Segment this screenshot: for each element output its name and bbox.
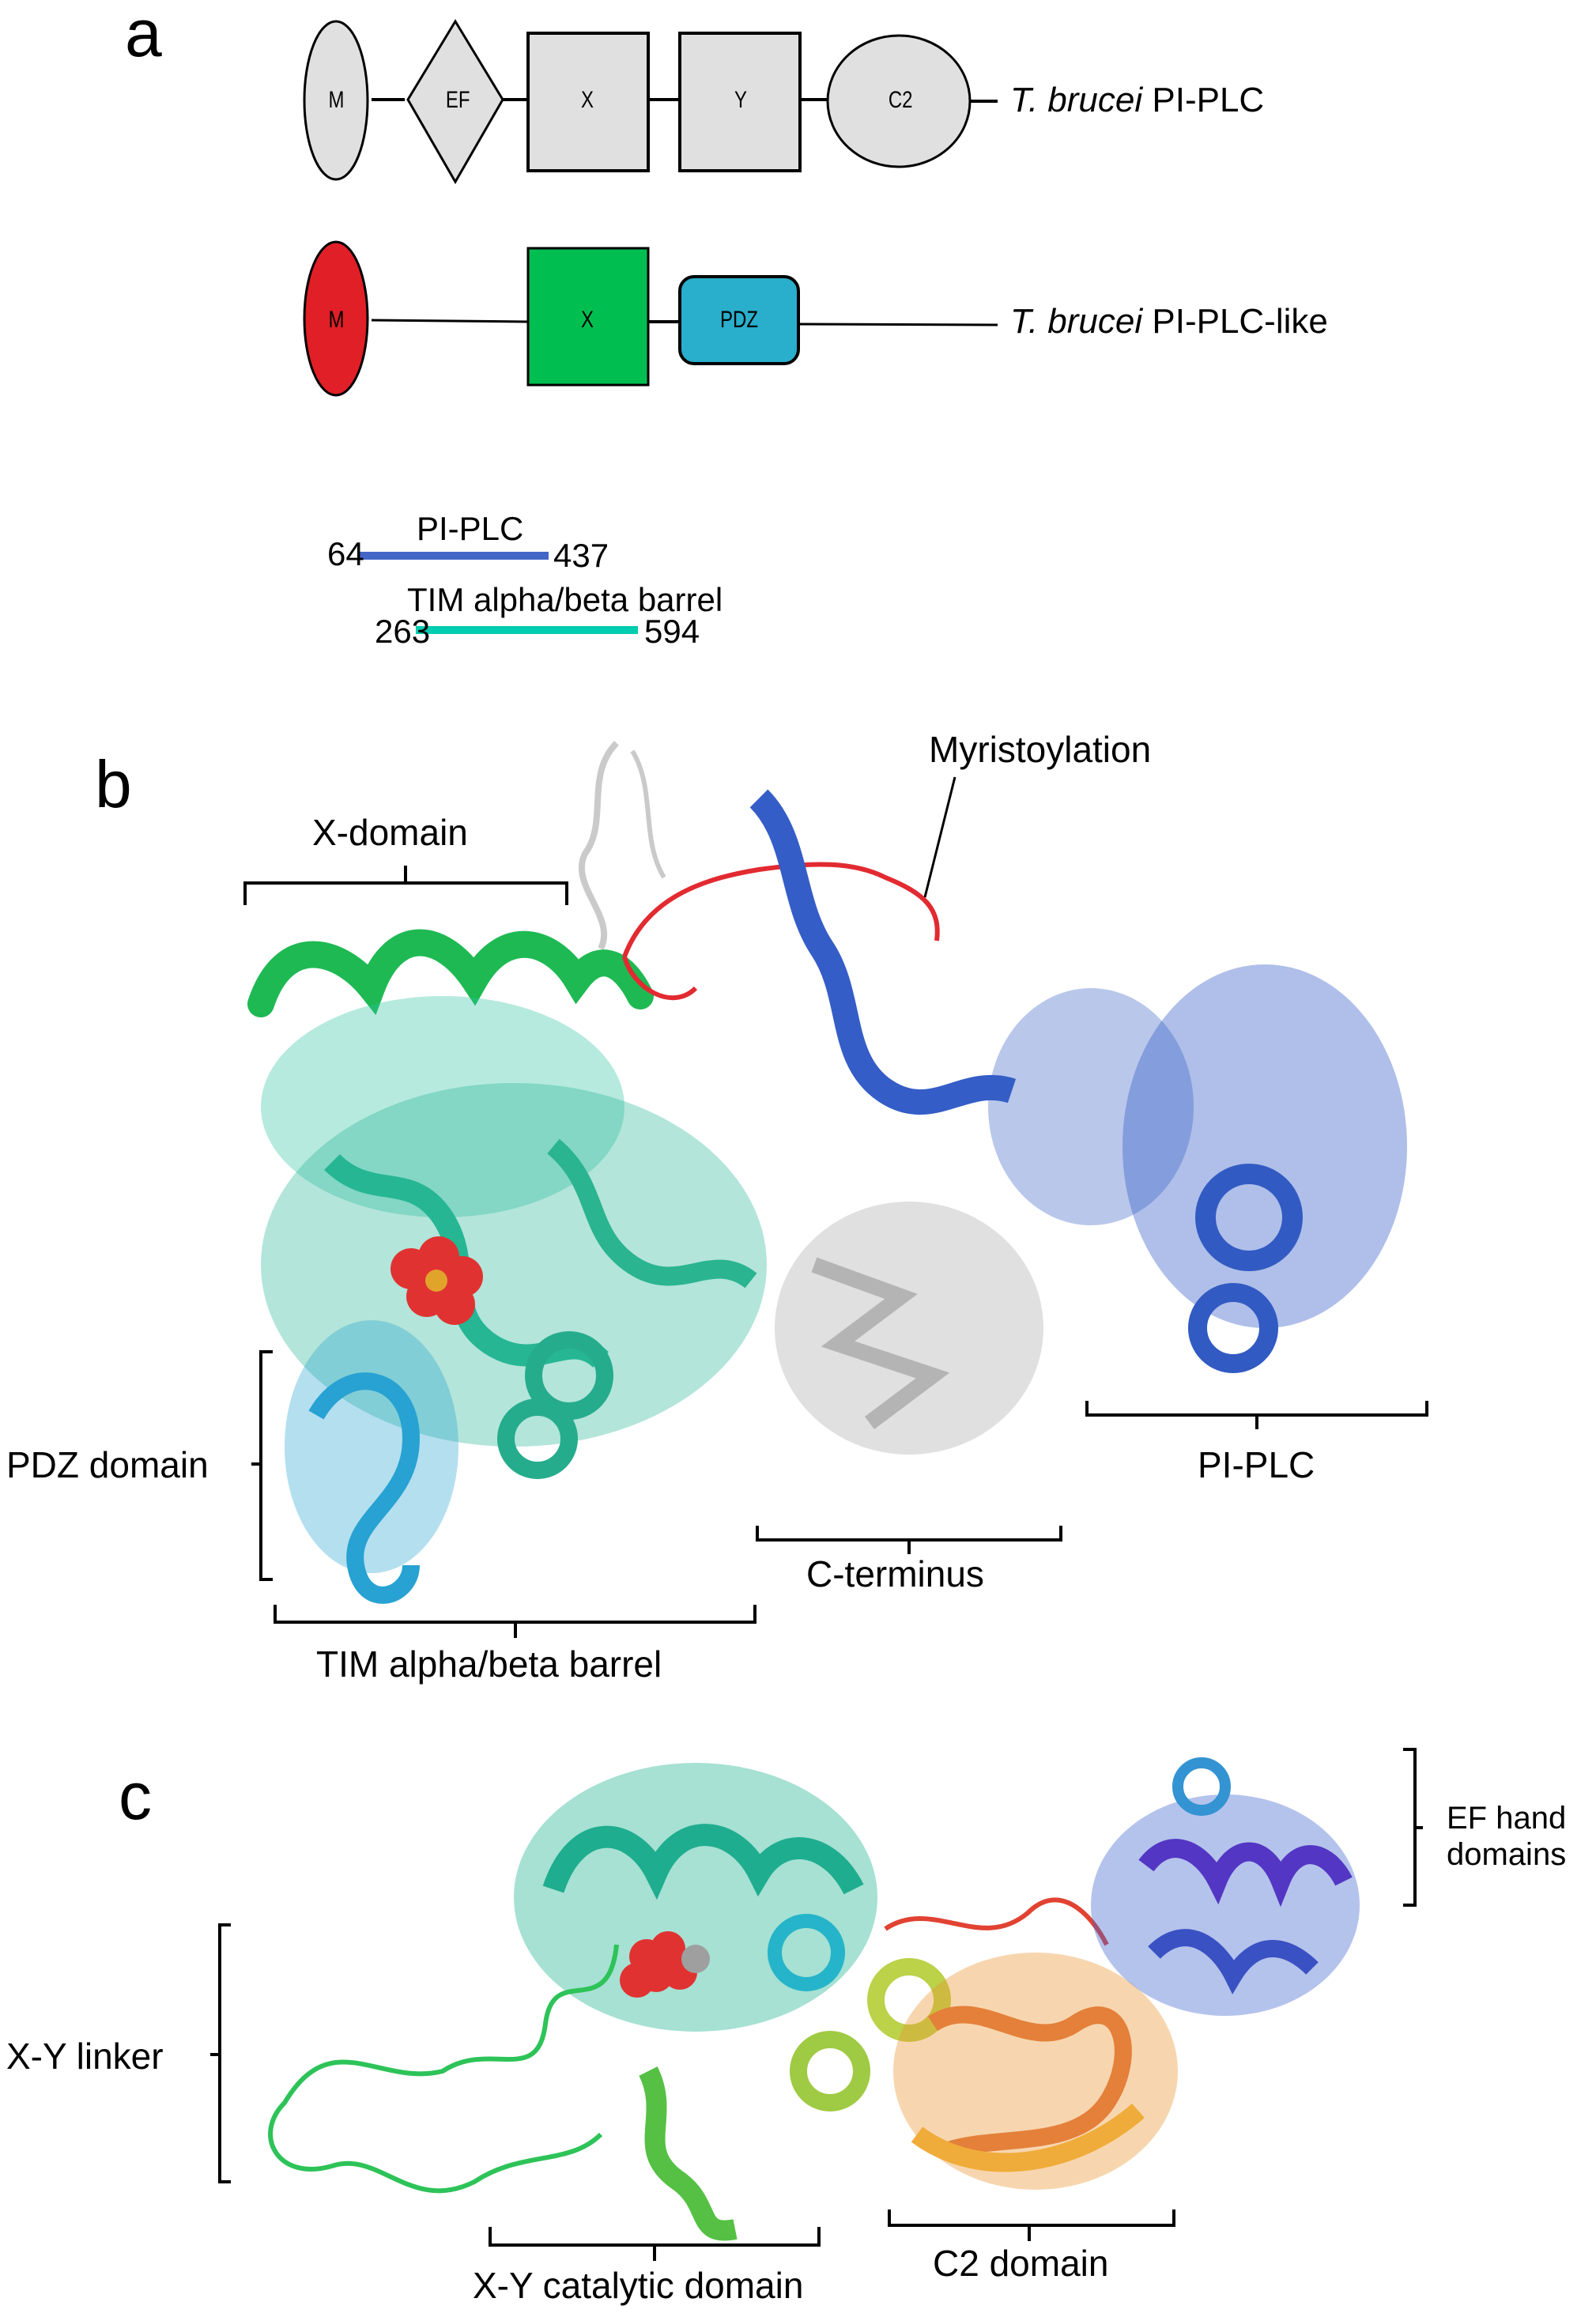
xy-catalytic-label: X-Y catalytic domain — [473, 2265, 804, 2306]
ef-hand-label-line2: domains — [1447, 1837, 1567, 1872]
protein-structure-c — [268, 1757, 1360, 2241]
pi-plc-range-end: 437 — [553, 537, 609, 574]
protein-name: PI-PLC — [1142, 81, 1265, 119]
tim-range-end: 594 — [644, 613, 700, 650]
tim-range-title: TIM alpha/beta barrel — [407, 581, 723, 618]
y-domain-label: Y — [734, 87, 748, 113]
panel-b-structure — [243, 741, 1428, 1638]
pdz-domain-label: PDZ — [720, 307, 758, 333]
active-site-spheres — [620, 1931, 710, 1998]
panel-a-letter: a — [125, 0, 162, 70]
active-site-spheres — [391, 1236, 483, 1325]
x-domain-label: X — [581, 307, 594, 333]
c-terminus-bracket — [756, 1526, 1062, 1554]
panel-b-letter: b — [95, 747, 132, 821]
ef-hand-bracket — [1403, 1748, 1423, 1907]
tim-range-start: 263 — [375, 613, 431, 650]
pdz-domain-bracket — [251, 1350, 273, 1581]
myristoylation-pointer — [923, 776, 956, 898]
c2-domain-bracket — [888, 2209, 1175, 2241]
pdz-domain-shape — [678, 275, 800, 365]
x-domain-label: X-domain — [312, 812, 468, 853]
pi-plc-range-start: 64 — [327, 535, 364, 572]
panel-a-domain-diagram — [303, 19, 998, 634]
pi-plc-bracket — [1085, 1401, 1428, 1429]
pi-plc-range-title: PI-PLC — [417, 510, 524, 547]
tim-barrel-label: TIM alpha/beta barrel — [316, 1643, 662, 1685]
x-domain-green-shape — [526, 247, 650, 387]
m-domain-label: M — [328, 87, 345, 113]
m-domain-shape — [303, 20, 369, 181]
x-domain-bracket — [243, 866, 568, 905]
row2-protein-name: T. brucei PI-PLC-like — [1010, 304, 1328, 339]
ef-domain-label: EF — [445, 87, 470, 113]
pi-plc-range-bar — [357, 552, 549, 560]
x-domain-shape — [526, 32, 650, 172]
m-domain-label: M — [328, 307, 345, 333]
c2-domain-label: C2 domain — [933, 2243, 1109, 2284]
protein-name: PI-PLC-like — [1142, 302, 1328, 341]
y-domain-shape — [678, 32, 802, 172]
c-terminus-label: C-terminus — [806, 1553, 984, 1594]
xy-catalytic-bracket — [489, 2227, 821, 2261]
ef-hand-label-line1: EF hand — [1447, 1801, 1567, 1836]
species-name: T. brucei — [1010, 81, 1143, 119]
tim-barrel-bracket — [274, 1605, 756, 1638]
panel-c-letter: c — [119, 1759, 152, 1833]
pi-plc-label: PI-PLC — [1198, 1444, 1315, 1485]
c2-domain-shape — [826, 34, 972, 168]
myristoylation-label: Myristoylation — [929, 729, 1152, 770]
species-name: T. brucei — [1010, 302, 1143, 341]
protein-structure-b — [247, 741, 1407, 1604]
xy-linker-label: X-Y linker — [6, 2036, 164, 2077]
ef-domain-shape — [406, 19, 504, 185]
x-domain-label: X — [581, 87, 594, 113]
m-domain-red-shape — [303, 240, 369, 397]
tim-range-bar — [416, 626, 638, 634]
pdz-domain-label: PDZ domain — [6, 1444, 209, 1485]
xy-linker-bracket — [210, 1923, 231, 2183]
c2-domain-label: C2 — [888, 87, 913, 113]
row1-protein-name: T. brucei PI-PLC — [1010, 83, 1264, 118]
